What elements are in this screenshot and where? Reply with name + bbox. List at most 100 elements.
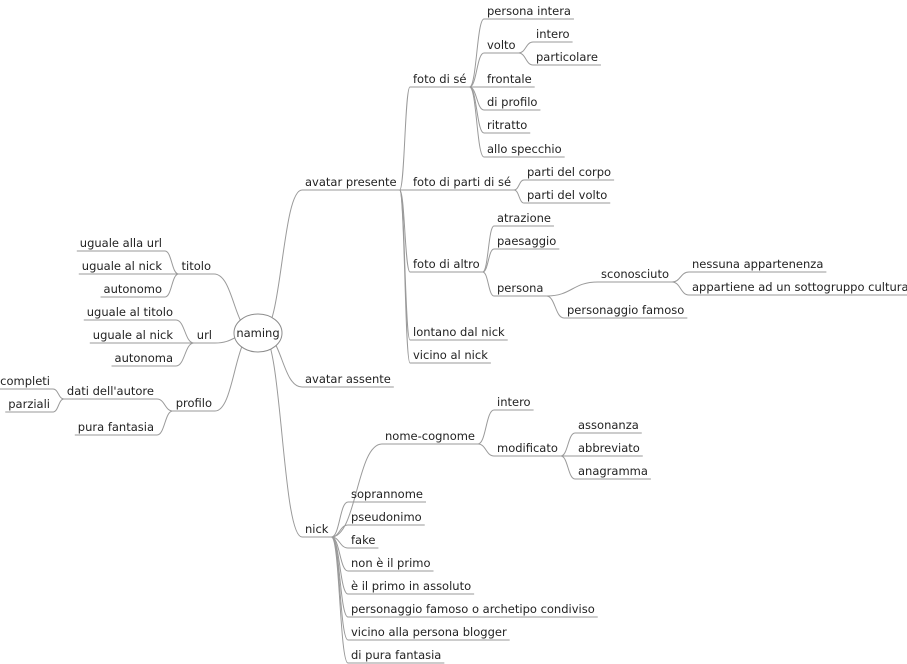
node-parti-corpo[interactable]: parti del corpo <box>524 165 615 181</box>
node-dati-autore[interactable]: dati dell'autore <box>63 384 157 400</box>
node-autonoma[interactable]: autonoma <box>111 351 176 367</box>
edge-dati-autore <box>156 398 173 412</box>
node-label: soprannome <box>351 487 423 501</box>
node-label: pura fantasia <box>78 420 154 434</box>
node-label: parti del corpo <box>527 165 611 179</box>
node-uguale-nick-titolo[interactable]: uguale al nick <box>78 259 165 275</box>
node-persona-intera[interactable]: persona intera <box>484 4 574 20</box>
node-soprannome[interactable]: soprannome <box>348 487 426 503</box>
edge-nick <box>261 332 303 538</box>
node-label: foto di parti di sé <box>413 175 511 189</box>
node-non-primo[interactable]: non è il primo <box>348 556 434 572</box>
node-autonomo[interactable]: autonomo <box>100 282 165 298</box>
node-personaggio-famoso-avatar[interactable]: personaggio famoso <box>564 303 688 319</box>
edge-vicino-nick <box>399 189 411 364</box>
node-nick[interactable]: nick <box>302 522 332 538</box>
node-label: lontano dal nick <box>413 325 505 339</box>
root-ellipse <box>233 313 283 353</box>
node-ritratto[interactable]: ritratto <box>484 118 531 134</box>
node-label: profilo <box>176 396 212 410</box>
node-url[interactable]: url <box>193 328 215 344</box>
node-label: intero <box>497 395 531 409</box>
node-sconosciuto[interactable]: sconosciuto <box>598 267 673 283</box>
edge-sconosciuto <box>546 281 599 297</box>
node-label: di pura fantasia <box>351 648 441 662</box>
node-vicino-blogger[interactable]: vicino alla persona blogger <box>348 625 510 641</box>
node-atrazione[interactable]: atrazione <box>494 211 554 227</box>
node-label: foto di altro <box>413 257 480 271</box>
node-foto-altro[interactable]: foto di altro <box>410 257 483 273</box>
node-label: avatar assente <box>305 372 391 386</box>
node-completi[interactable]: completi <box>0 374 53 390</box>
node-label: autonoma <box>115 351 173 365</box>
node-volto[interactable]: volto <box>484 38 519 54</box>
node-persona[interactable]: persona <box>494 281 547 297</box>
node-volto-particolare[interactable]: particolare <box>533 50 601 66</box>
node-label: atrazione <box>497 211 551 225</box>
root-node[interactable]: naming <box>233 313 283 353</box>
edge-parti-corpo <box>513 179 525 191</box>
node-vicino-nick[interactable]: vicino al nick <box>410 348 491 364</box>
root-label: naming <box>236 326 279 340</box>
node-nc-intero[interactable]: intero <box>494 395 534 411</box>
node-label: non è il primo <box>351 556 431 570</box>
node-foto-di-se[interactable]: foto di sé <box>410 72 470 88</box>
node-label: appartiene ad un sottogruppo culturale <box>692 280 907 294</box>
node-label: anagramma <box>578 464 648 478</box>
edge-pseudonimo <box>331 524 349 538</box>
node-abbreviato[interactable]: abbreviato <box>575 441 643 457</box>
node-foto-parti-se[interactable]: foto di parti di sé <box>410 175 515 191</box>
node-famoso-archetipo[interactable]: personaggio famoso o archetipo condiviso <box>348 602 598 618</box>
edge-nome-cognome <box>331 443 383 538</box>
node-label: abbreviato <box>578 441 640 455</box>
node-label: vicino alla persona blogger <box>351 625 507 639</box>
node-fake[interactable]: fake <box>348 533 379 549</box>
node-label: frontale <box>487 72 532 86</box>
node-di-profilo[interactable]: di profilo <box>484 95 541 111</box>
node-anagramma[interactable]: anagramma <box>575 464 651 480</box>
node-profilo[interactable]: profilo <box>172 396 215 412</box>
node-primo-assoluto[interactable]: è il primo in assoluto <box>348 579 475 595</box>
node-allo-specchio[interactable]: allo specchio <box>484 142 565 158</box>
node-assonanza[interactable]: assonanza <box>575 418 642 434</box>
node-label: parti del volto <box>527 188 607 202</box>
node-lontano-nick[interactable]: lontano dal nick <box>410 325 508 341</box>
edge-completi <box>52 388 65 400</box>
node-label: foto di sé <box>413 72 467 86</box>
node-label: completi <box>0 374 50 388</box>
edge-appartiene-sottogruppo <box>671 281 690 296</box>
node-titolo[interactable]: titolo <box>178 259 214 275</box>
node-pura-fantasia-profilo[interactable]: pura fantasia <box>74 420 157 436</box>
node-label: è il primo in assoluto <box>351 579 471 593</box>
node-parti-volto[interactable]: parti del volto <box>524 188 611 204</box>
node-avatar-presente[interactable]: avatar presente <box>302 175 400 191</box>
node-modificato[interactable]: modificato <box>494 441 561 457</box>
node-uguale-titolo[interactable]: uguale al titolo <box>83 305 176 321</box>
node-label: modificato <box>497 441 558 455</box>
node-uguale-nick-url[interactable]: uguale al nick <box>89 328 176 344</box>
node-paesaggio[interactable]: paesaggio <box>494 234 560 250</box>
edge-anagramma <box>560 455 576 480</box>
node-uguale-url[interactable]: uguale alla url <box>76 236 165 252</box>
node-nessuna-appartenenza[interactable]: nessuna appartenenza <box>689 257 827 273</box>
node-frontale[interactable]: frontale <box>484 72 535 88</box>
node-label: avatar presente <box>305 175 397 189</box>
node-label: sconosciuto <box>601 267 669 281</box>
node-volto-intero[interactable]: intero <box>533 27 573 43</box>
node-pseudonimo[interactable]: pseudonimo <box>348 510 425 526</box>
node-label: allo specchio <box>487 142 562 156</box>
node-label: assonanza <box>578 418 639 432</box>
edge-paesaggio <box>482 248 495 273</box>
node-label: ritratto <box>487 118 527 132</box>
node-label: dati dell'autore <box>67 384 154 398</box>
node-nome-cognome[interactable]: nome-cognome <box>382 429 479 445</box>
node-label: particolare <box>536 50 598 64</box>
node-label: nessuna appartenenza <box>692 257 823 271</box>
node-label: pseudonimo <box>351 510 422 524</box>
node-pura-fantasia-nick[interactable]: di pura fantasia <box>348 648 445 664</box>
node-avatar-assente[interactable]: avatar assente <box>302 372 394 388</box>
node-parziali[interactable]: parziali <box>5 397 53 413</box>
node-appartiene-sottogruppo[interactable]: appartiene ad un sottogruppo culturale <box>689 280 907 296</box>
connector-lines <box>52 18 690 664</box>
